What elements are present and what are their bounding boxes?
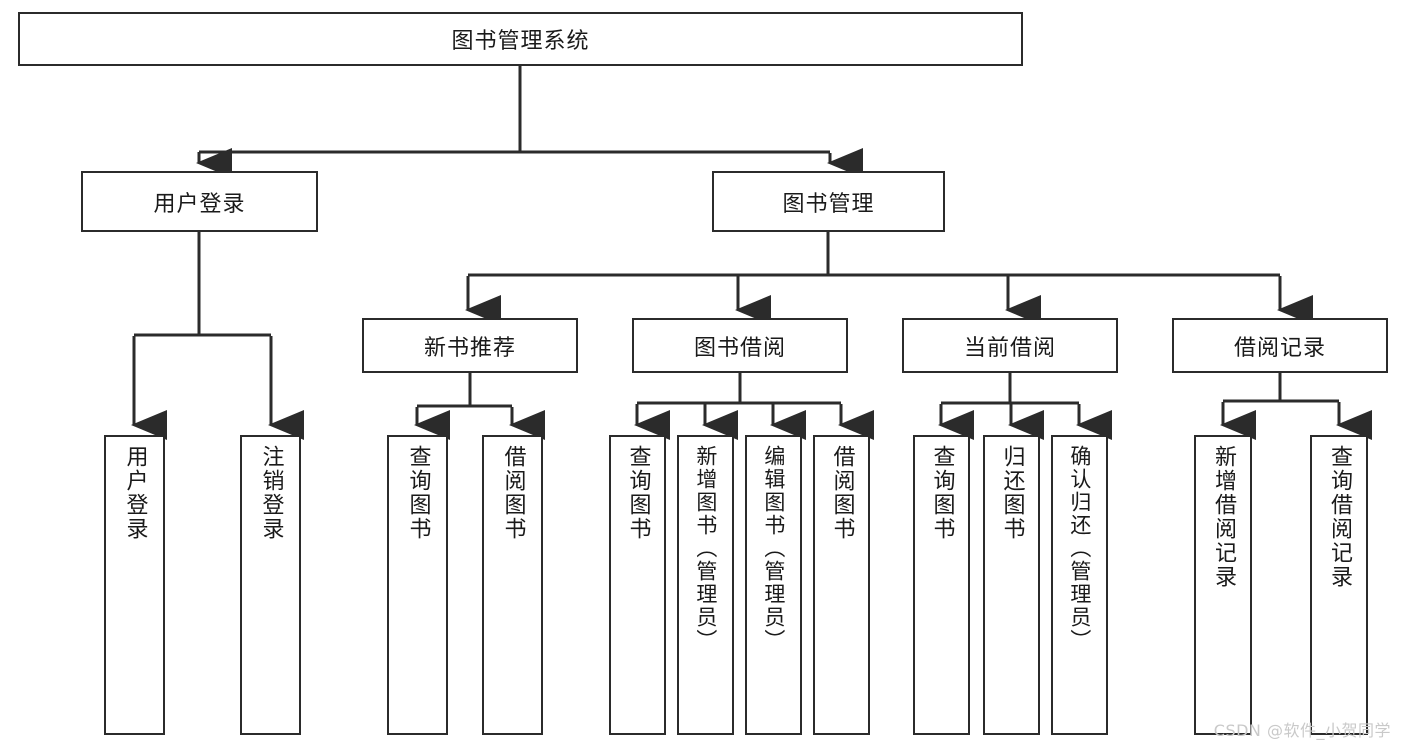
leaf-borrow-add-book[interactable]: 新增图书（管理员） xyxy=(677,435,734,735)
leaf-newbook-query-book-label: 查询图书 xyxy=(405,445,431,541)
node-book-manage[interactable]: 图书管理 xyxy=(712,171,945,232)
node-new-book-recommend[interactable]: 新书推荐 xyxy=(362,318,578,373)
leaf-current-query-book-label: 查询图书 xyxy=(929,445,955,541)
leaf-borrow-borrow-book[interactable]: 借阅图书 xyxy=(813,435,870,735)
leaf-record-add-label: 新增借阅记录 xyxy=(1210,445,1236,589)
leaf-newbook-query-book[interactable]: 查询图书 xyxy=(387,435,448,735)
leaf-current-return-book[interactable]: 归还图书 xyxy=(983,435,1040,735)
leaf-record-query-label: 查询借阅记录 xyxy=(1326,445,1352,589)
leaf-newbook-borrow-book-label: 借阅图书 xyxy=(500,445,526,541)
node-root[interactable]: 图书管理系统 xyxy=(18,12,1023,66)
node-user-login-label: 用户登录 xyxy=(153,191,246,217)
leaf-user-logout-label: 注销登录 xyxy=(258,445,284,541)
leaf-newbook-borrow-book[interactable]: 借阅图书 xyxy=(482,435,543,735)
leaf-borrow-edit-book-label: 编辑图书（管理员） xyxy=(761,445,786,652)
leaf-record-add[interactable]: 新增借阅记录 xyxy=(1194,435,1252,735)
node-current-borrow-label: 当前借阅 xyxy=(963,335,1056,361)
node-borrow-record-label: 借阅记录 xyxy=(1233,335,1326,361)
node-new-book-recommend-label: 新书推荐 xyxy=(423,335,516,361)
leaf-borrow-borrow-book-label: 借阅图书 xyxy=(829,445,855,541)
leaf-current-query-book[interactable]: 查询图书 xyxy=(913,435,970,735)
node-book-manage-label: 图书管理 xyxy=(782,191,875,217)
leaf-record-query[interactable]: 查询借阅记录 xyxy=(1310,435,1368,735)
leaf-current-confirm-return[interactable]: 确认归还（管理员） xyxy=(1051,435,1108,735)
leaf-user-login-label: 用户登录 xyxy=(122,445,148,541)
node-current-borrow[interactable]: 当前借阅 xyxy=(902,318,1118,373)
leaf-borrow-edit-book[interactable]: 编辑图书（管理员） xyxy=(745,435,802,735)
leaf-user-login[interactable]: 用户登录 xyxy=(104,435,165,735)
watermark: CSDN @软件_小贺同学 xyxy=(1213,721,1391,740)
node-book-borrow[interactable]: 图书借阅 xyxy=(632,318,848,373)
node-book-borrow-label: 图书借阅 xyxy=(693,335,786,361)
leaf-borrow-add-book-label: 新增图书（管理员） xyxy=(693,445,718,652)
node-user-login[interactable]: 用户登录 xyxy=(81,171,318,232)
leaf-borrow-query-book-label: 查询图书 xyxy=(625,445,651,541)
leaf-borrow-query-book[interactable]: 查询图书 xyxy=(609,435,666,735)
leaf-current-confirm-return-label: 确认归还（管理员） xyxy=(1067,445,1092,652)
node-root-label: 图书管理系统 xyxy=(451,29,590,54)
leaf-current-return-book-label: 归还图书 xyxy=(999,445,1025,541)
node-borrow-record[interactable]: 借阅记录 xyxy=(1172,318,1388,373)
leaf-user-logout[interactable]: 注销登录 xyxy=(240,435,301,735)
